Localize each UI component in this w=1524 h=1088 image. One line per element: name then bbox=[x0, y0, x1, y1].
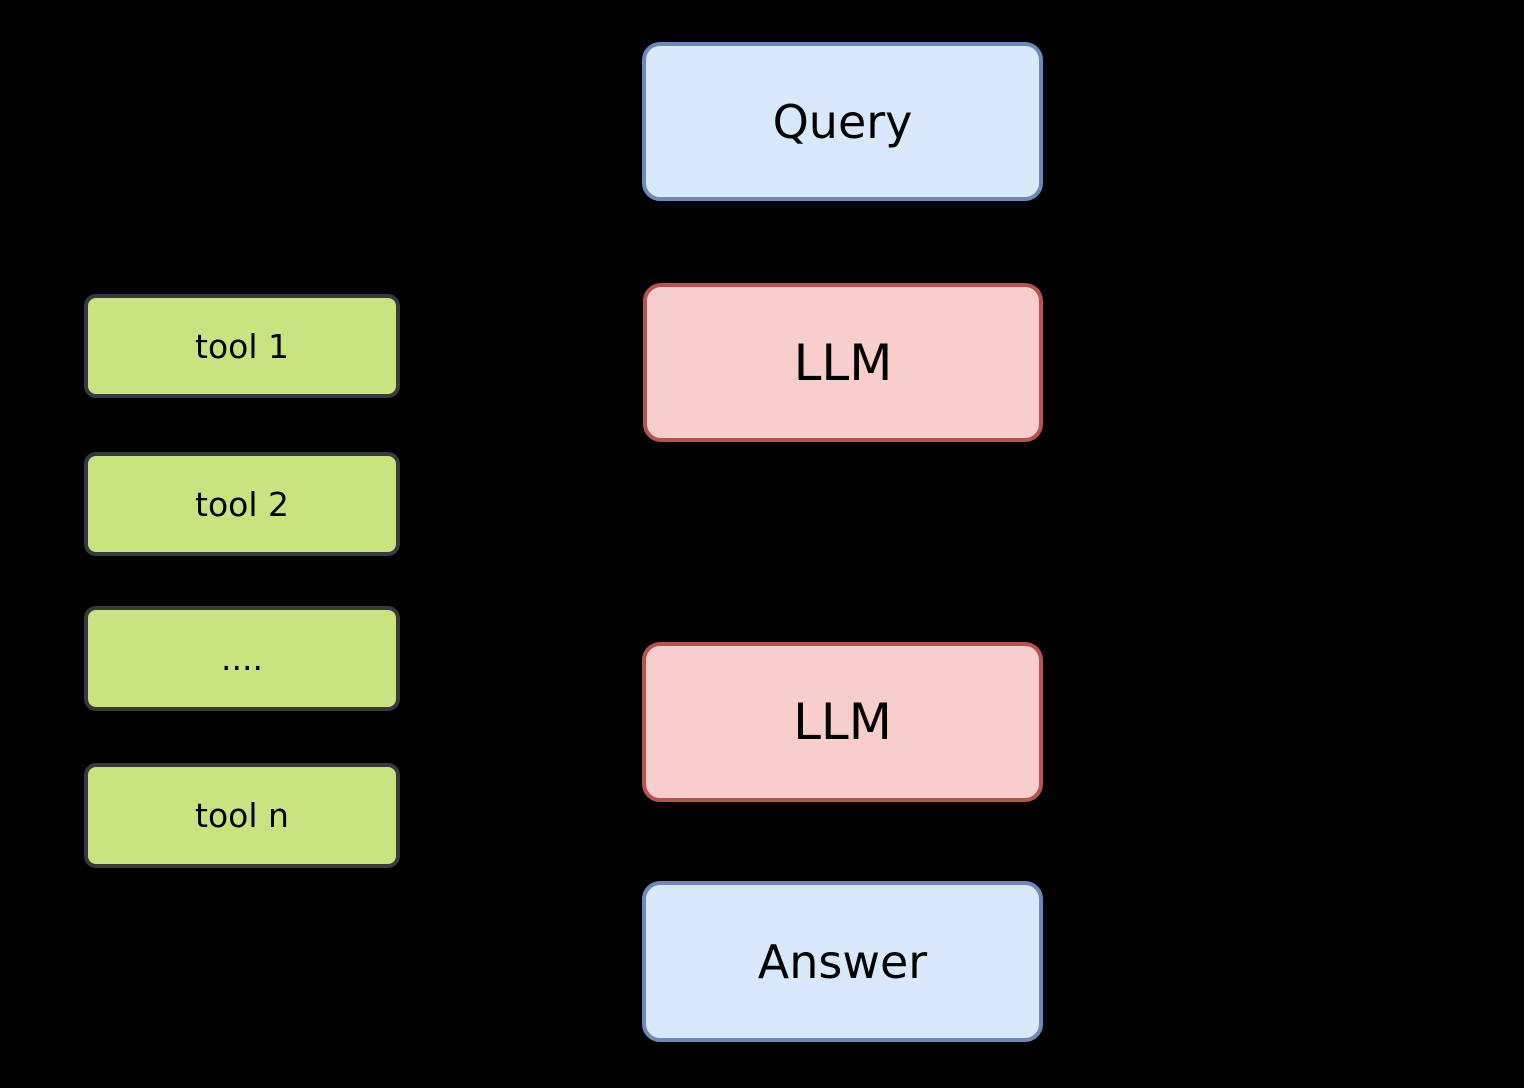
tool-ellipsis-label: .... bbox=[221, 639, 263, 678]
tool-n-label: tool n bbox=[195, 796, 289, 835]
llm-node-2: LLM bbox=[642, 642, 1043, 802]
answer-node: Answer bbox=[642, 881, 1043, 1042]
tool-2-node: tool 2 bbox=[84, 452, 400, 556]
llm-2-label: LLM bbox=[793, 693, 892, 751]
tool-2-label: tool 2 bbox=[195, 484, 289, 524]
tool-n-node: tool n bbox=[84, 763, 400, 868]
tool-ellipsis-node: .... bbox=[84, 606, 400, 711]
query-label: Query bbox=[772, 94, 913, 149]
llm-1-label: LLM bbox=[793, 333, 893, 392]
answer-label: Answer bbox=[757, 934, 928, 989]
query-node: Query bbox=[642, 42, 1043, 201]
tool-1-label: tool 1 bbox=[195, 326, 289, 366]
llm-node-1: LLM bbox=[643, 283, 1043, 442]
tool-1-node: tool 1 bbox=[84, 294, 400, 398]
